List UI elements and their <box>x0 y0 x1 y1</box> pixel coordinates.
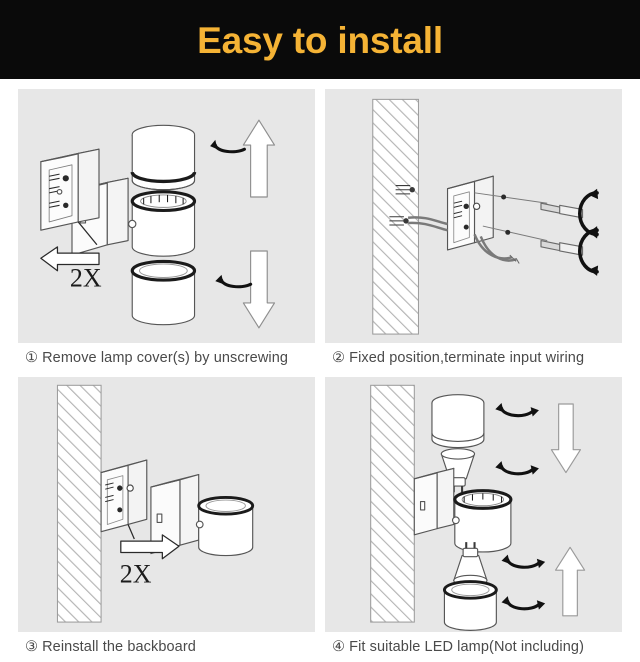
wall-anchor-icon <box>389 185 415 226</box>
wiring-icon <box>407 216 517 262</box>
rotate-arrow-2-icon <box>495 461 539 476</box>
step-1-caption: ① Remove lamp cover(s) by unscrewing <box>18 343 315 373</box>
step-card-3: 2X ③ Reinstall the backboard <box>18 377 315 661</box>
step-2-caption: ② Fixed position,terminate input wiring <box>325 343 622 373</box>
rotate-arrow-3-icon <box>501 554 546 570</box>
step-2-caption-text: Fixed position,terminate input wiring <box>349 350 585 367</box>
step-4-caption: ④ Fit suitable LED lamp(Not including) <box>325 632 622 662</box>
rotate-arrow-1-icon <box>495 403 539 418</box>
lamp-assembly-icon <box>150 474 255 557</box>
mounting-bracket-icon <box>40 148 100 231</box>
repeat-2x-label-3: 2X <box>120 560 152 589</box>
insert-up-arrow-icon <box>554 547 586 617</box>
wall-icon <box>56 385 102 624</box>
step-2-figure <box>325 89 622 344</box>
rotate-arrow-bottom-icon <box>215 274 253 289</box>
screwdriver-top-icon <box>474 192 584 219</box>
rotate-arrow-bottom-icon <box>578 226 599 276</box>
backboard-icon <box>100 459 148 533</box>
mounted-lamp-icon <box>413 468 513 553</box>
step-3-number: ③ <box>25 638 39 655</box>
header-banner: Easy to install <box>0 0 640 79</box>
step-card-2: ② Fixed position,terminate input wiring <box>325 89 622 373</box>
step-3-caption: ③ Reinstall the backboard <box>18 632 315 662</box>
lamp-cover-bottom-icon <box>130 259 197 326</box>
insert-down-arrow-icon <box>550 403 582 474</box>
screwdriver-bottom-icon <box>482 225 584 256</box>
rotate-arrow-4-icon <box>501 596 546 611</box>
lamp-cover-top-icon <box>130 124 197 191</box>
repeat-2x-label-1: 2X <box>70 263 102 292</box>
rotate-arrow-top-icon <box>210 139 246 154</box>
steps-grid: 2X ① Remove lamp cover(s) by unscrewing <box>0 79 640 655</box>
wall-backboard-reinstall-illustration: 2X <box>56 385 255 624</box>
step-1-number: ① <box>25 350 39 367</box>
repeat-2x-arrow-icon <box>120 524 180 560</box>
wall-bracket-screws-wiring-illustration <box>372 98 599 335</box>
step-4-caption-text: Fit suitable LED lamp(Not including) <box>349 638 585 655</box>
unscrew-up-arrow-icon <box>242 119 276 198</box>
unscrew-down-arrow-icon <box>242 250 276 329</box>
step-card-1: 2X ① Remove lamp cover(s) by unscrewing <box>18 89 315 373</box>
gu10-bulb-fit-covers-illustration <box>370 385 586 632</box>
step-1-caption-text: Remove lamp cover(s) by unscrewing <box>42 350 289 367</box>
step-3-caption-text: Reinstall the backboard <box>42 638 196 655</box>
lamp-exploded-covers-unscrew-illustration: 2X <box>40 119 276 329</box>
mounting-bracket-icon <box>446 175 494 251</box>
step-2-number: ② <box>332 350 346 367</box>
step-4-figure <box>325 377 622 632</box>
step-4-number: ④ <box>332 638 346 655</box>
lamp-cover-top-icon <box>431 394 485 449</box>
page-title: Easy to install <box>197 20 443 61</box>
lamp-cover-bottom-icon <box>442 580 498 632</box>
repeat-2x-arrow-icon <box>40 221 100 272</box>
step-card-4: ④ Fit suitable LED lamp(Not including) <box>325 377 622 661</box>
wall-icon <box>370 385 415 624</box>
step-1-figure: 2X <box>18 89 315 344</box>
step-3-figure: 2X <box>18 377 315 632</box>
